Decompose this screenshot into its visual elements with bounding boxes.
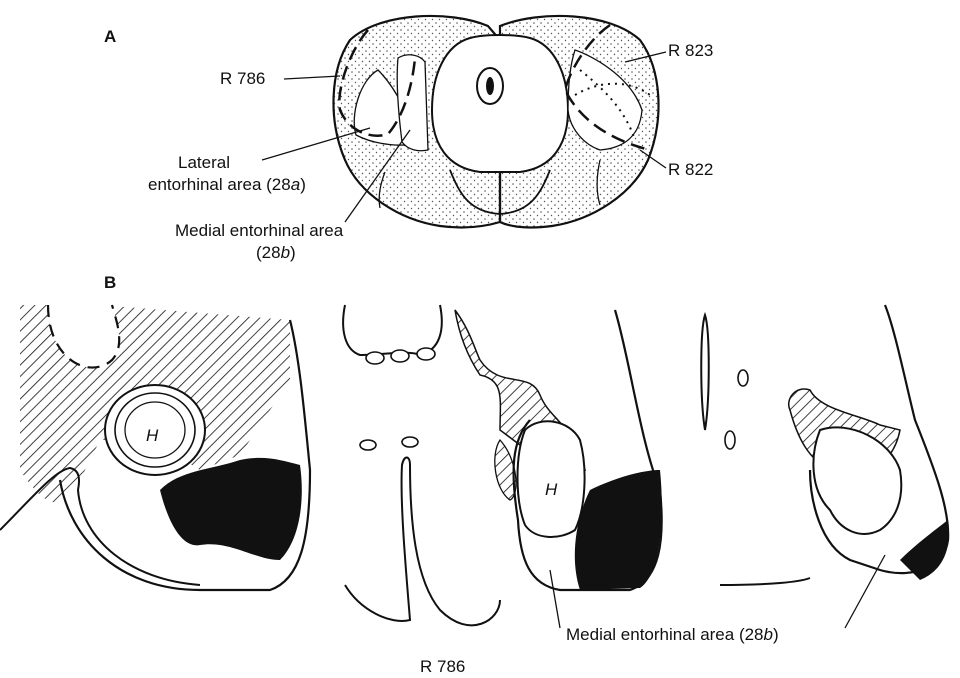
brain-basal-view	[334, 16, 659, 228]
section-1: H	[0, 305, 310, 590]
panel-a-label: A	[104, 27, 116, 46]
label-lateral-line2: entorhinal area (28a)	[148, 175, 306, 194]
label-r823: R 823	[668, 41, 713, 60]
panel-b-label: B	[104, 273, 116, 292]
figure-caption: R 786	[420, 657, 465, 676]
section-2: H	[343, 305, 662, 625]
label-r822: R 822	[668, 160, 713, 179]
label-medial-line2: (28b)	[256, 243, 296, 262]
label-lateral-line1: Lateral	[178, 153, 230, 172]
hippocampus-label-2: H	[545, 480, 558, 499]
brainstem	[432, 35, 568, 172]
hippocampus-label-1: H	[146, 426, 159, 445]
label-medial-b: Medial entorhinal area (28b)	[566, 625, 779, 644]
section-3	[701, 305, 949, 585]
label-r786: R 786	[220, 69, 265, 88]
label-medial-line1: Medial entorhinal area	[175, 221, 344, 240]
